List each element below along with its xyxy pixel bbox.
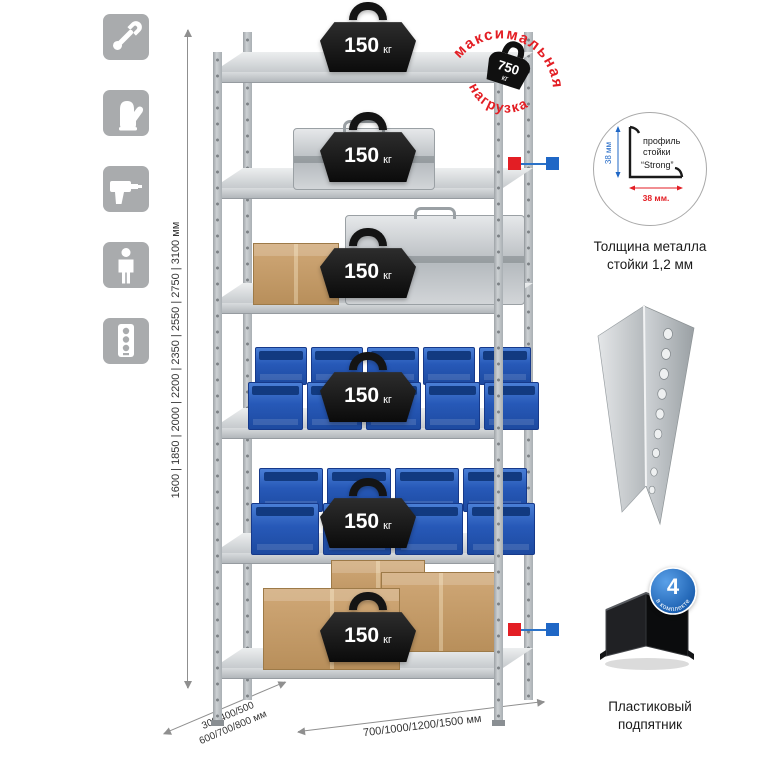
kit-count-badge: 4 в комплекте — [649, 567, 697, 615]
storage-bin — [479, 347, 531, 385]
kit-count-value: 4 — [667, 574, 680, 599]
rack-front-left-post — [211, 52, 224, 726]
cardboard-box — [253, 243, 339, 305]
marker-blue-top — [546, 157, 559, 170]
height-dimension-label: 1600 | 1850 | 2000 | 2200 | 2350 | 2550 … — [170, 221, 182, 499]
stamp-weight-value: 750 — [496, 57, 522, 78]
foot-caption: Пластиковый подпятник — [575, 698, 725, 733]
load-value: 150 — [344, 260, 380, 283]
load-unit: кг — [383, 393, 392, 406]
load-unit: кг — [383, 633, 392, 646]
load-value: 150 — [344, 510, 380, 533]
load-unit: кг — [383, 153, 392, 166]
weight-handle-icon — [349, 478, 387, 496]
post-profile-drawing — [628, 125, 684, 179]
storage-bin — [425, 382, 480, 430]
storage-bin — [251, 503, 319, 555]
profile-label-line1: профиль — [643, 136, 681, 146]
drill-icon — [103, 166, 149, 212]
stamp-weight-icon — [486, 51, 531, 90]
rack-rear-left-post — [243, 32, 252, 700]
profile-caption-line2: стойки 1,2 мм — [606, 256, 694, 272]
profile-caption-line1: Толщина металла — [593, 239, 707, 254]
weight-handle-icon — [349, 112, 387, 130]
storage-bin — [423, 347, 475, 385]
marker-blue-bottom — [546, 623, 559, 636]
max-load-stamp: максимальная нагрузка 750 кг — [448, 9, 580, 125]
weight-handle-icon — [349, 228, 387, 246]
shelf-edge — [213, 668, 503, 679]
shelf-edge — [213, 72, 503, 83]
gloves-icon — [103, 90, 149, 136]
load-unit: кг — [383, 43, 392, 56]
shelf-edge — [213, 303, 503, 314]
profile-callout-circle: 38 мм профиль стойки “Strong” 38 мм. — [593, 112, 707, 226]
person-icon — [103, 242, 149, 288]
shelf-edge — [213, 188, 503, 199]
marker-red-top — [508, 157, 521, 170]
svg-text:нагрузка: нагрузка — [460, 77, 535, 125]
stamp-weight-unit: кг — [501, 73, 510, 84]
storage-bin — [255, 347, 307, 385]
foot-caption-line2: подпятник — [617, 716, 683, 732]
profile-vertical-dim-label: 38 мм — [604, 142, 613, 164]
weight-handle-icon — [349, 2, 387, 20]
load-value: 150 — [344, 384, 380, 407]
stamp-arc-bottom-text: нагрузка — [460, 77, 535, 125]
storage-bin — [484, 382, 539, 430]
load-unit: кг — [383, 519, 392, 532]
foot-caption-line1: Пластиковый — [608, 699, 692, 714]
wrench-icon — [103, 14, 149, 60]
load-value: 150 — [344, 624, 380, 647]
load-value: 150 — [344, 34, 380, 57]
angle-post-image — [597, 305, 695, 526]
profile-horizontal-dim-label: 38 мм. — [643, 193, 670, 203]
callout-connector-top — [514, 163, 556, 165]
feature-icon-column — [103, 14, 149, 364]
stamp-weight-handle-icon — [501, 41, 525, 59]
profile-caption: Толщина металла стойки 1,2 мм — [575, 238, 725, 273]
power-strip-icon — [103, 318, 149, 364]
load-unit: кг — [383, 269, 392, 282]
load-value: 150 — [344, 144, 380, 167]
shelf-edge — [213, 428, 503, 439]
profile-label-line3: “Strong” — [641, 160, 674, 170]
weight-handle-icon — [349, 592, 387, 610]
callout-connector-bottom — [514, 629, 556, 631]
marker-red-bottom — [508, 623, 521, 636]
height-dimension-line — [183, 29, 192, 689]
profile-label-line2: стойки — [643, 147, 671, 157]
storage-bin — [248, 382, 303, 430]
weight-handle-icon — [349, 352, 387, 370]
rack-front-right-post — [492, 52, 505, 726]
